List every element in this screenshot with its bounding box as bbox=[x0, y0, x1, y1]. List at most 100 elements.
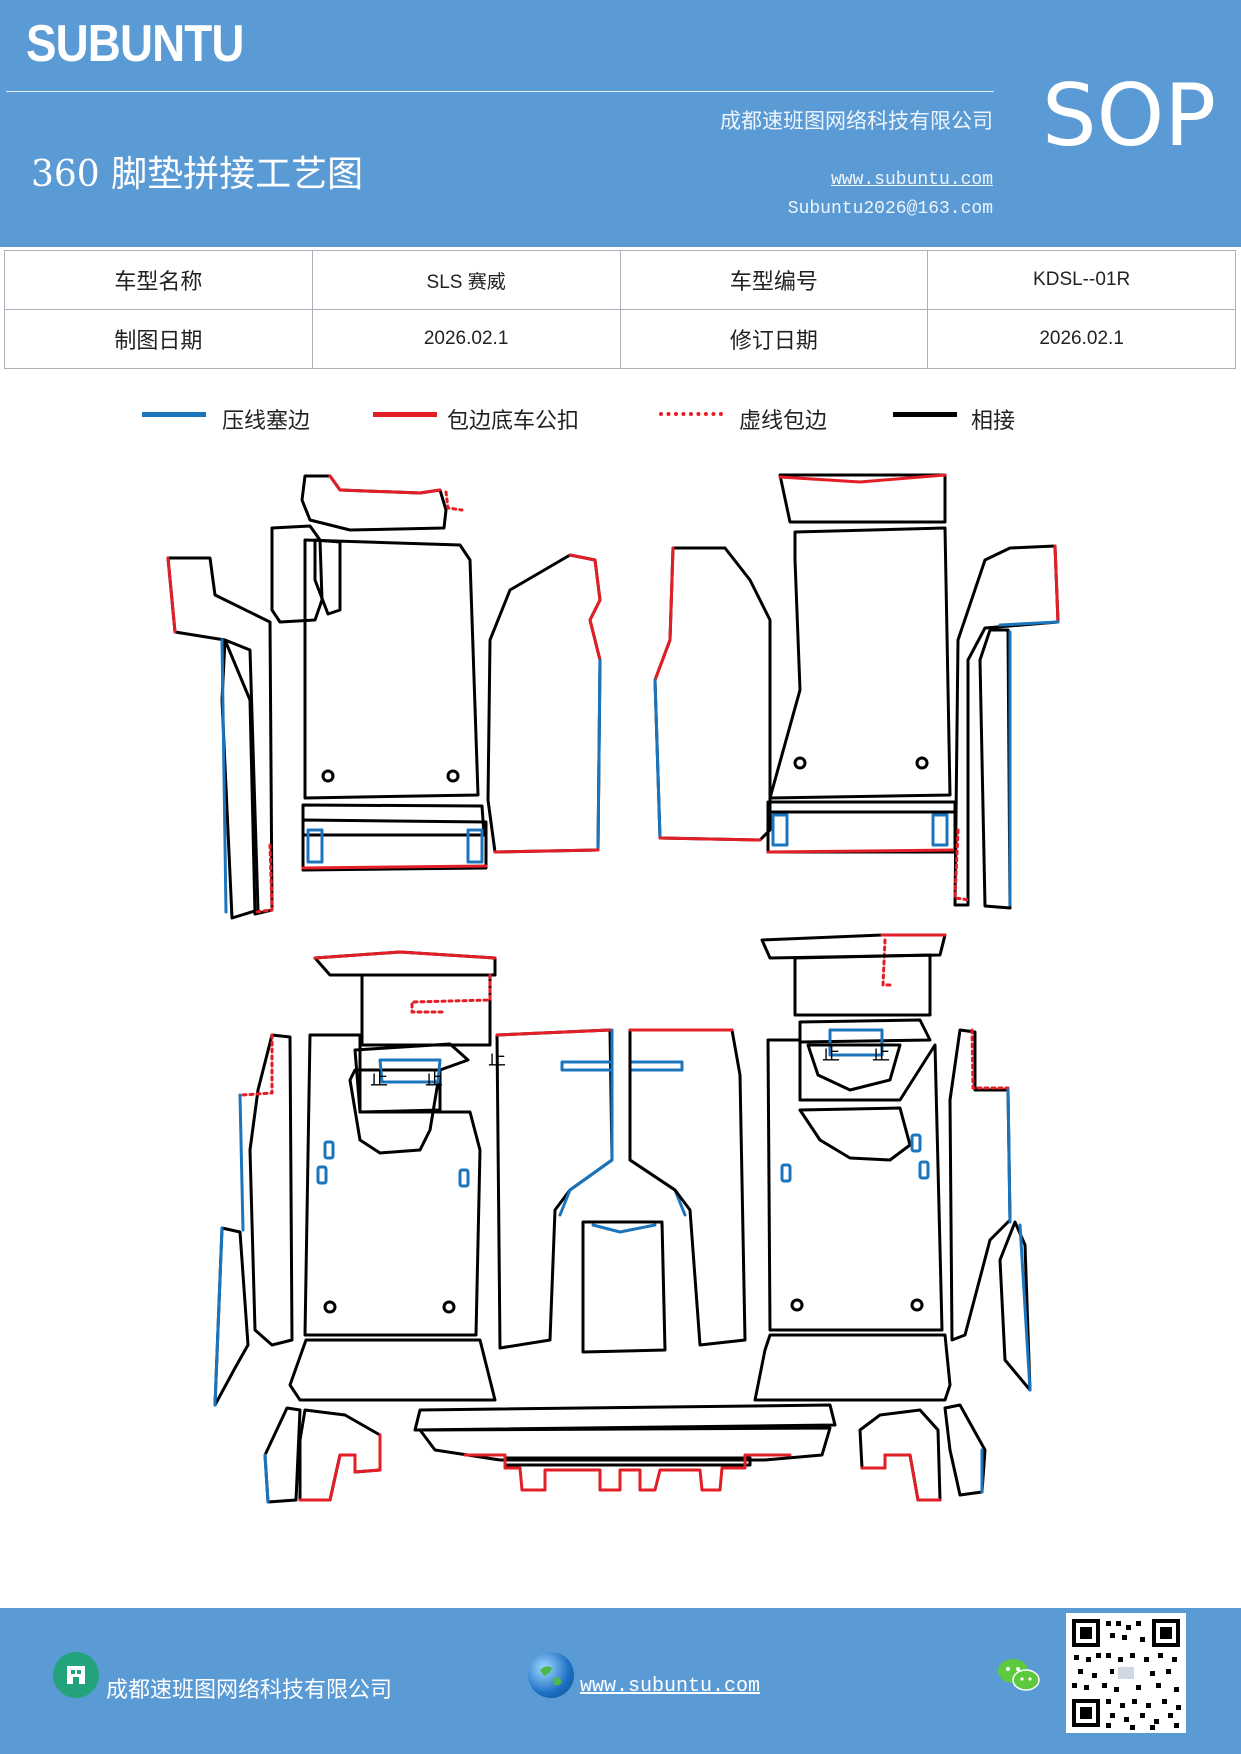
mat-piece bbox=[778, 473, 947, 524]
mat-piece bbox=[760, 933, 947, 960]
qr-code[interactable] bbox=[1066, 1613, 1186, 1733]
vehicle-info-table: 车型名称 SLS 赛威 车型编号 KDSL--01R 制图日期 2026.02.… bbox=[4, 250, 1236, 369]
buckle-mark: 止 bbox=[872, 1044, 890, 1065]
header-company-name: 成都速班图网络科技有限公司 bbox=[720, 109, 993, 133]
edge-blue bbox=[596, 658, 602, 852]
mat-piece bbox=[628, 1028, 747, 1347]
mat-piece bbox=[486, 553, 602, 854]
mat-piece bbox=[303, 1033, 482, 1337]
tab-blue bbox=[316, 1165, 328, 1185]
mat-rear-strip-group bbox=[263, 1403, 987, 1504]
page-title: 360 脚垫拼接工艺图 bbox=[31, 154, 364, 195]
edge-red bbox=[778, 473, 947, 484]
tab-blue bbox=[306, 828, 324, 864]
legend-label: 包边底车公扣 bbox=[447, 409, 580, 434]
mat-piece bbox=[948, 1028, 1012, 1342]
table-row: 车型名称 SLS 赛威 车型编号 KDSL--01R bbox=[4, 250, 1236, 310]
mat-front-left-group bbox=[166, 474, 602, 920]
edge-blue bbox=[558, 1028, 614, 1217]
hole bbox=[915, 756, 929, 770]
legend-swatch-blue bbox=[142, 412, 206, 417]
legend-swatch-red bbox=[373, 412, 437, 417]
edge-red-dotted bbox=[881, 938, 894, 987]
edge-blue bbox=[378, 1058, 442, 1084]
edge-red-dotted bbox=[410, 973, 492, 1014]
buckle-mark: 止 bbox=[425, 1069, 443, 1090]
header-website-link[interactable]: www.subuntu.com bbox=[830, 170, 993, 190]
building-icon bbox=[53, 1652, 99, 1698]
mat-piece bbox=[753, 1333, 952, 1402]
edge-red bbox=[568, 553, 602, 662]
edge-red bbox=[463, 1453, 792, 1492]
mat-piece bbox=[220, 638, 260, 920]
header-banner: SUBUNTU 360 脚垫拼接工艺图 成都速班图网络科技有限公司 www.su… bbox=[0, 0, 1241, 247]
edge-red bbox=[860, 1453, 942, 1502]
model-name-value: SLS 赛威 bbox=[311, 250, 621, 310]
mat-piece bbox=[313, 538, 342, 616]
mat-piece bbox=[953, 544, 1060, 907]
mat-piece bbox=[418, 1426, 832, 1462]
edge-red-dotted bbox=[240, 1033, 274, 1097]
mat-piece bbox=[495, 1028, 614, 1350]
brand-logo: SUBUNTU bbox=[26, 15, 244, 73]
edge-red bbox=[495, 1028, 612, 1037]
edge-blue bbox=[591, 1223, 657, 1234]
edge-red bbox=[653, 546, 675, 682]
tab-blue bbox=[918, 1160, 930, 1180]
mat-rear-right-group: 止 止 bbox=[753, 933, 1032, 1402]
edge-blue bbox=[653, 678, 662, 840]
legend-swatch-black bbox=[893, 412, 957, 417]
edge-red bbox=[166, 556, 177, 634]
edge-blue bbox=[828, 1028, 884, 1057]
header-email[interactable]: Subuntu2026@163.com bbox=[787, 199, 993, 219]
edge-red bbox=[313, 950, 497, 960]
buckle-mark: 止 bbox=[488, 1049, 506, 1070]
legend-label: 压线塞边 bbox=[222, 409, 311, 434]
sop-badge: SOP bbox=[1042, 66, 1217, 166]
draw-date-label: 制图日期 bbox=[4, 309, 313, 369]
mat-piece bbox=[360, 973, 492, 1047]
mat-piece bbox=[766, 810, 957, 854]
footer-website-link[interactable]: www.subuntu.com bbox=[580, 1675, 761, 1698]
edge-blue bbox=[238, 1093, 245, 1232]
edge-blue bbox=[213, 1226, 224, 1407]
tab-blue bbox=[458, 1168, 470, 1188]
wechat-icon[interactable] bbox=[996, 1656, 1042, 1696]
hole bbox=[321, 769, 335, 783]
model-code-value: KDSL--01R bbox=[927, 250, 1236, 310]
mat-front-right-group bbox=[653, 473, 1060, 910]
mat-piece bbox=[978, 628, 1012, 910]
hole bbox=[910, 1298, 924, 1312]
tab-blue bbox=[780, 1163, 792, 1183]
edge-red bbox=[658, 836, 762, 842]
hole bbox=[790, 1298, 804, 1312]
mat-piece bbox=[806, 1043, 902, 1092]
mat-piece bbox=[303, 538, 480, 800]
revise-date-value: 2026.02.1 bbox=[927, 309, 1236, 369]
buckle-mark: 止 bbox=[370, 1069, 388, 1090]
tab-blue bbox=[931, 813, 949, 847]
buckle-mark: 止 bbox=[822, 1044, 840, 1065]
mat-piece bbox=[301, 818, 488, 872]
edge-blue bbox=[1018, 1223, 1032, 1392]
edge-red-dotted bbox=[953, 828, 972, 902]
mat-piece bbox=[581, 1220, 667, 1354]
draw-date-value: 2026.02.1 bbox=[311, 309, 621, 369]
edge-blue bbox=[560, 1060, 614, 1072]
mat-piece bbox=[998, 1220, 1032, 1392]
legend-swatch-red-dotted bbox=[659, 412, 723, 416]
tab-blue bbox=[910, 1133, 922, 1153]
model-name-label: 车型名称 bbox=[4, 250, 313, 310]
edge-blue bbox=[220, 638, 228, 914]
tab-blue bbox=[466, 828, 484, 864]
hole bbox=[442, 1300, 456, 1314]
globe-icon bbox=[528, 1652, 574, 1698]
hole bbox=[793, 756, 807, 770]
edge-red-dotted bbox=[253, 843, 274, 914]
floor-mat-diagram: 止 止 止 止 止 bbox=[166, 473, 1060, 1504]
edge-red bbox=[328, 474, 442, 495]
edge-blue bbox=[628, 1028, 687, 1217]
line-legend: 压线塞边 包边底车公扣 虚线包边 相接 bbox=[0, 400, 1241, 440]
edge-blue bbox=[263, 1453, 270, 1504]
mat-piece bbox=[793, 953, 932, 1017]
